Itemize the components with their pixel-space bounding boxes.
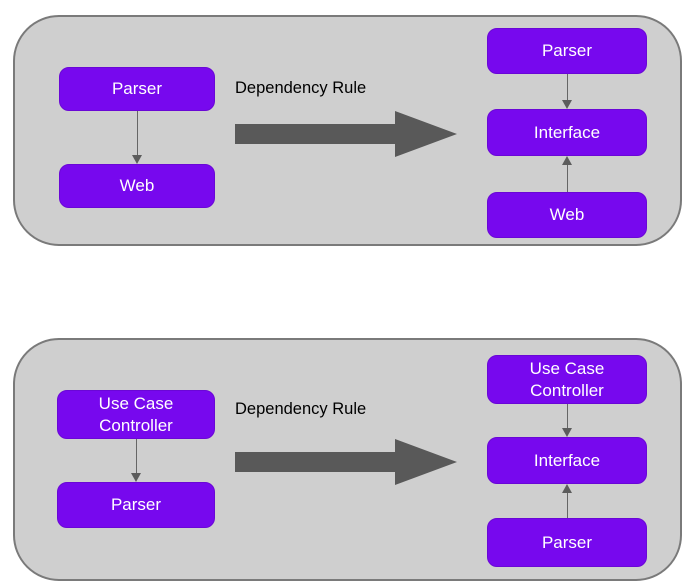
- arrow-usecase-to-interface: [561, 404, 573, 437]
- arrow-parser-to-interface: [561, 484, 573, 518]
- panel-usecase-parser: Use Case Controller Parser Dependency Ru…: [13, 338, 682, 581]
- node-parser-after: Parser: [487, 28, 647, 74]
- arrowhead-down-icon: [132, 155, 142, 164]
- node-interface: Interface: [487, 437, 647, 484]
- arrowhead-down-icon: [562, 428, 572, 437]
- arrow-parser-to-web: [131, 111, 143, 164]
- arrowhead-down-icon: [131, 473, 141, 482]
- panel-parser-web: Parser Web Dependency Rule Parser Interf…: [13, 15, 682, 246]
- dependency-rule-label: Dependency Rule: [235, 400, 367, 418]
- node-web-before: Web: [59, 164, 215, 208]
- arrow-web-to-interface: [561, 156, 573, 192]
- node-interface: Interface: [487, 109, 647, 156]
- arrowhead-up-icon: [562, 484, 572, 493]
- arrow-parser-to-interface: [561, 74, 573, 109]
- arrowhead-up-icon: [562, 156, 572, 165]
- node-usecase-controller-after: Use Case Controller: [487, 355, 647, 404]
- dependency-arrow-icon: [235, 439, 457, 485]
- arrow-head: [395, 111, 457, 157]
- arrow-head: [395, 439, 457, 485]
- node-parser-before: Parser: [59, 67, 215, 111]
- arrow-shaft: [235, 124, 395, 144]
- arrow-line: [136, 111, 138, 155]
- arrow-line: [566, 165, 568, 192]
- dependency-arrow-icon: [235, 111, 457, 157]
- arrow-line: [566, 404, 568, 428]
- node-usecase-controller-before: Use Case Controller: [57, 390, 215, 439]
- node-parser-before: Parser: [57, 482, 215, 528]
- node-parser-after: Parser: [487, 518, 647, 567]
- arrowhead-down-icon: [562, 100, 572, 109]
- arrow-line: [566, 74, 568, 100]
- node-web-after: Web: [487, 192, 647, 238]
- arrow-usecase-to-parser: [130, 439, 142, 482]
- arrow-shaft: [235, 452, 395, 472]
- dependency-rule-label: Dependency Rule: [235, 79, 367, 97]
- arrow-line: [566, 493, 568, 518]
- arrow-line: [135, 439, 137, 473]
